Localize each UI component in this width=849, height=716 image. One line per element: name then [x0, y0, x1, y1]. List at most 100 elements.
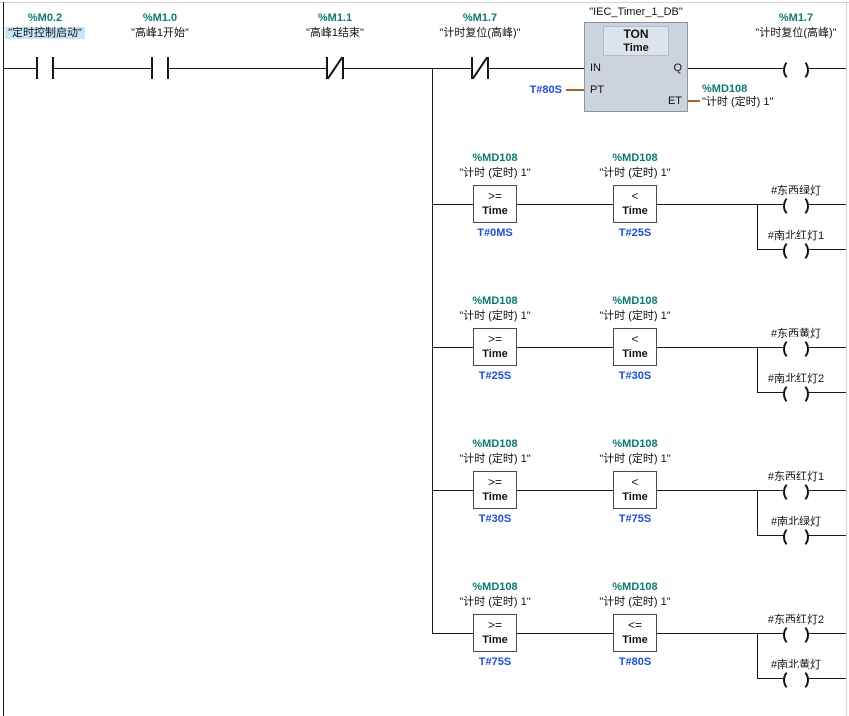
- operand-address[interactable]: %M0.2: [27, 12, 63, 24]
- compare-value[interactable]: T#80S: [618, 656, 652, 668]
- operand-address[interactable]: %M1.1: [317, 12, 353, 24]
- coil-operand-label[interactable]: #东西黄灯: [770, 328, 822, 340]
- compare-datatype: Time: [622, 634, 648, 646]
- compare-value[interactable]: T#0MS: [477, 227, 513, 239]
- compare-contact-box[interactable]: <= Time: [613, 614, 657, 652]
- coil-operand-label[interactable]: #东西红灯1: [767, 471, 825, 483]
- coil-symbol[interactable]: [783, 337, 809, 360]
- compare-contact-box[interactable]: < Time: [613, 471, 657, 509]
- rung-wire: [688, 68, 846, 69]
- operand-address[interactable]: %MD108: [612, 581, 658, 593]
- coil-symbol[interactable]: [783, 480, 809, 503]
- compare-operator: >=: [487, 332, 502, 346]
- timer-instance-label[interactable]: "IEC_Timer_1_DB": [589, 6, 683, 18]
- compare-operator: >=: [487, 189, 502, 203]
- branch-rung: %MD108 "计时 (定时) 1" >= Time T#0MS %MD108 …: [0, 152, 849, 295]
- operand-address[interactable]: %M1.7: [462, 12, 498, 24]
- branch-rung: %MD108 "计时 (定时) 1" >= Time T#75S %MD108 …: [0, 581, 849, 716]
- coil-operand-label[interactable]: #东西红灯2: [767, 614, 825, 626]
- compare-value[interactable]: T#75S: [478, 656, 512, 668]
- operand-address[interactable]: %MD108: [612, 295, 658, 307]
- timer-block[interactable]: TON Time IN PT Q ET: [584, 22, 688, 112]
- compare-contact-box[interactable]: >= Time: [473, 328, 517, 366]
- branch-wire: [757, 347, 758, 393]
- pt-constant-value[interactable]: T#80S: [529, 84, 562, 96]
- compare-operator: >=: [487, 618, 502, 632]
- compare-contact-box[interactable]: < Time: [613, 328, 657, 366]
- compare-datatype: Time: [622, 205, 648, 217]
- operand-address[interactable]: %MD108: [472, 295, 518, 307]
- et-operand-name[interactable]: "计时 (定时) 1": [702, 96, 774, 108]
- operand-name[interactable]: "计时 (定时) 1": [459, 310, 531, 322]
- compare-datatype: Time: [622, 491, 648, 503]
- no-contact-symbol[interactable]: [36, 57, 54, 79]
- pin-q-label: Q: [673, 62, 682, 74]
- coil-symbol[interactable]: [783, 194, 809, 217]
- coil-operand-label[interactable]: #南北黄灯: [770, 659, 822, 671]
- branch-rung: %MD108 "计时 (定时) 1" >= Time T#30S %MD108 …: [0, 438, 849, 581]
- branch-wire: [757, 204, 758, 250]
- operand-address[interactable]: %M1.7: [778, 12, 814, 24]
- pin-pt-label: PT: [590, 84, 605, 96]
- branch-wire: [757, 633, 758, 679]
- pt-wire: [566, 89, 584, 91]
- coil-operand-label[interactable]: #南北红灯1: [767, 230, 825, 242]
- compare-value[interactable]: T#25S: [478, 370, 512, 382]
- compare-datatype: Time: [622, 348, 648, 360]
- et-operand-address[interactable]: %MD108: [702, 83, 748, 95]
- compare-value[interactable]: T#75S: [618, 513, 652, 525]
- compare-datatype: Time: [482, 634, 508, 646]
- operand-address[interactable]: %MD108: [472, 152, 518, 164]
- operand-name[interactable]: "计时 (定时) 1": [459, 596, 531, 608]
- pin-in-label: IN: [590, 62, 601, 74]
- operand-address[interactable]: %MD108: [612, 152, 658, 164]
- coil-operand-label[interactable]: #南北红灯2: [767, 373, 825, 385]
- compare-contact-box[interactable]: >= Time: [473, 471, 517, 509]
- et-wire: [688, 100, 700, 102]
- compare-value[interactable]: T#30S: [478, 513, 512, 525]
- operand-name[interactable]: "计时 (定时) 1": [599, 596, 671, 608]
- compare-datatype: Time: [482, 491, 508, 503]
- operand-address[interactable]: %MD108: [472, 438, 518, 450]
- operand-name[interactable]: "计时 (定时) 1": [599, 453, 671, 465]
- compare-contact-box[interactable]: >= Time: [473, 185, 517, 223]
- branch-rung: %MD108 "计时 (定时) 1" >= Time T#25S %MD108 …: [0, 295, 849, 438]
- coil-operand-label[interactable]: #东西绿灯: [770, 185, 822, 197]
- nc-contact-symbol[interactable]: [326, 56, 344, 80]
- coil-symbol[interactable]: [783, 239, 809, 262]
- contact-group: %M0.2 "定时控制启动": [0, 12, 105, 82]
- compare-value[interactable]: T#30S: [618, 370, 652, 382]
- compare-contact-box[interactable]: < Time: [613, 185, 657, 223]
- nc-contact-symbol[interactable]: [471, 56, 489, 80]
- coil-symbol[interactable]: [783, 525, 809, 548]
- pin-et-label: ET: [667, 95, 682, 107]
- nc-slash-icon: [326, 56, 344, 80]
- operand-name[interactable]: "计时 (定时) 1": [459, 453, 531, 465]
- compare-contact-box[interactable]: >= Time: [473, 614, 517, 652]
- coil-symbol[interactable]: [783, 58, 809, 81]
- operand-name[interactable]: "计时复位(高峰)": [755, 27, 837, 39]
- operand-name[interactable]: "高峰1开始": [131, 27, 189, 39]
- no-contact-symbol[interactable]: [151, 57, 169, 79]
- coil-symbol[interactable]: [783, 668, 809, 691]
- compare-value[interactable]: T#25S: [618, 227, 652, 239]
- rung-wire: [4, 68, 584, 69]
- operand-name[interactable]: "计时 (定时) 1": [459, 167, 531, 179]
- operand-name[interactable]: "计时 (定时) 1": [599, 310, 671, 322]
- canvas-border-top: [0, 2, 849, 3]
- compare-operator: <=: [627, 618, 642, 632]
- operand-address[interactable]: %MD108: [472, 581, 518, 593]
- compare-operator: <: [631, 189, 639, 203]
- operand-address[interactable]: %M1.0: [142, 12, 178, 24]
- operand-name[interactable]: "计时复位(高峰)": [439, 27, 521, 39]
- operand-name[interactable]: "定时控制启动": [0, 27, 105, 40]
- operand-name[interactable]: "高峰1结束": [306, 27, 364, 39]
- coil-symbol[interactable]: [783, 382, 809, 405]
- operand-address[interactable]: %MD108: [612, 438, 658, 450]
- power-rail-left: [3, 2, 4, 716]
- operand-name[interactable]: "计时 (定时) 1": [599, 167, 671, 179]
- branch-wire: [757, 490, 758, 536]
- coil-operand-label[interactable]: #南北绿灯: [770, 516, 822, 528]
- branch-trunk-wire: [432, 68, 433, 633]
- coil-symbol[interactable]: [783, 623, 809, 646]
